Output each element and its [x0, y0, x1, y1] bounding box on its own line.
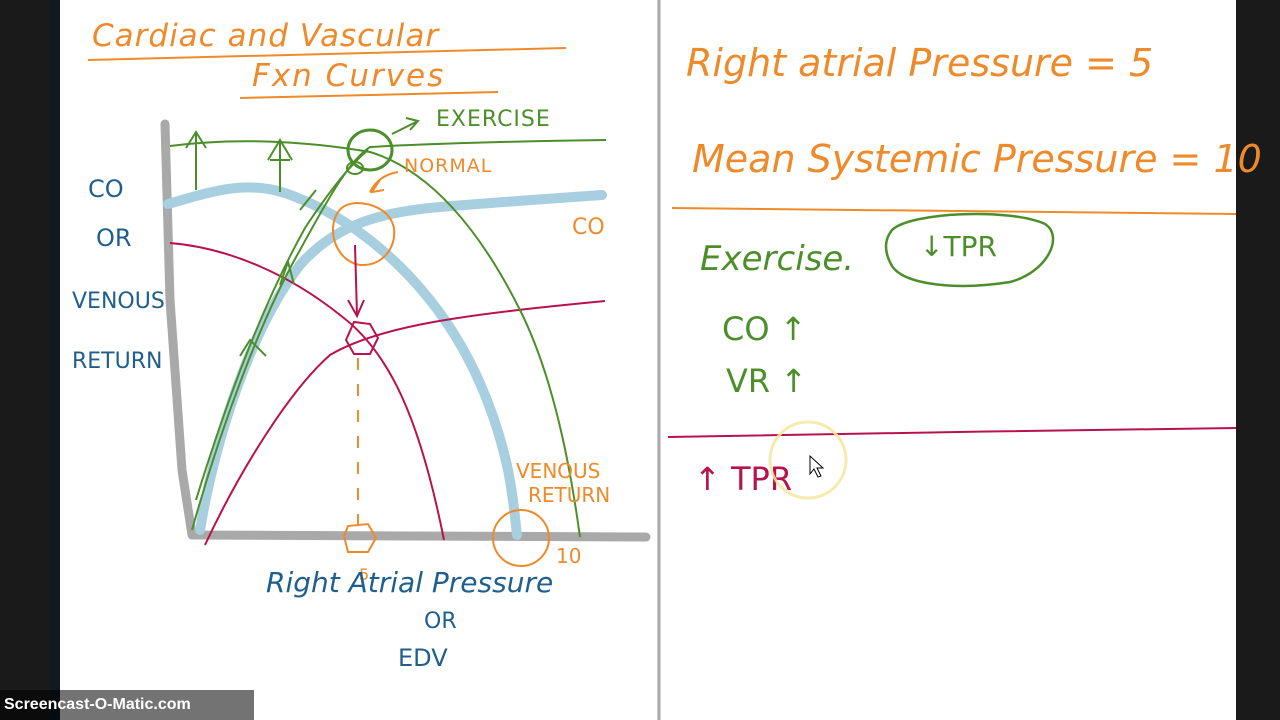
screencast-watermark: Screencast-O-Matic.com: [0, 690, 254, 720]
exercise-curve-label: EXERCISE: [436, 107, 551, 132]
whiteboard: [60, 0, 1236, 720]
up-arrow-2: [267, 138, 293, 192]
mouse-cursor-icon: [809, 454, 825, 478]
tick-5-label: 5: [359, 565, 369, 584]
left-dark-border: [0, 0, 50, 720]
exercise-cardiac-output-curve: [191, 139, 607, 531]
co-curve-label: CO: [572, 215, 605, 240]
exercise-pointer-arrow: [391, 117, 420, 135]
cursor-highlight-ring: [768, 420, 848, 500]
tpr-down-arrow: [347, 244, 365, 319]
vr-up-text: VR ↑: [726, 362, 807, 400]
y-axis-label-co: CO: [88, 175, 124, 203]
tick-5-circle: [342, 522, 378, 553]
venous-return-curve-label-1: VENOUS: [516, 459, 600, 483]
exercise-text: Exercise.: [700, 239, 854, 279]
normal-pointer-arrow: [369, 171, 399, 194]
orange-divider-line: [671, 207, 1237, 215]
normal-venous-return-curve: [163, 182, 522, 540]
right-dark-border: [1236, 0, 1280, 720]
co-up-text: CO ↑: [722, 310, 807, 348]
tpr-venous-return-curve: [169, 242, 445, 541]
tick-10-circle: [492, 509, 550, 567]
title-underline-1: [87, 47, 567, 61]
curve-arrow-2: [239, 338, 267, 357]
exercise-cardiac-output-curve-alt: [195, 149, 369, 501]
title-line-1: Cardiac and Vascular: [92, 18, 440, 54]
normal-curve-label: NORMAL: [404, 155, 492, 177]
up-arrow-1: [185, 130, 207, 190]
x-axis-label: Right Atrial Pressure: [266, 566, 553, 599]
tpr-down-text: ↓TPR: [920, 230, 997, 263]
tick-10-label: 10: [556, 544, 581, 568]
mean-systemic-pressure-text: Mean Systemic Pressure = 10: [692, 137, 1262, 181]
normal-intersection-circle: [332, 201, 396, 267]
right-atrial-pressure-text: Right atrial Pressure = 5: [686, 41, 1153, 85]
left-accent-border: [50, 0, 60, 720]
venous-return-curve-label-2: RETURN: [528, 483, 610, 507]
curve-tick: [299, 189, 317, 211]
tpr-intersection-circle: [344, 320, 380, 355]
exercise-intersection-circle: [346, 128, 394, 172]
curve-arrow-1: [279, 258, 295, 286]
title-underline-2: [239, 91, 499, 99]
page-divider: [657, 0, 661, 720]
title-line-2: Fxn Curves: [252, 58, 445, 94]
tpr-cardiac-output-curve: [204, 300, 606, 546]
y-axis-label-or: OR: [96, 224, 132, 252]
y-axis-label-return: RETURN: [72, 349, 162, 374]
tpr-down-circle: [884, 212, 1055, 288]
x-axis-label-or: OR: [424, 609, 457, 634]
magenta-divider-line: [667, 427, 1237, 438]
y-axis-label-venous: VENOUS: [72, 289, 165, 314]
exercise-small-circle: [346, 161, 364, 175]
x-axis-label-edv: EDV: [398, 644, 448, 672]
exercise-venous-return-curve: [169, 140, 581, 538]
tpr-up-text: ↑ TPR: [694, 460, 792, 498]
